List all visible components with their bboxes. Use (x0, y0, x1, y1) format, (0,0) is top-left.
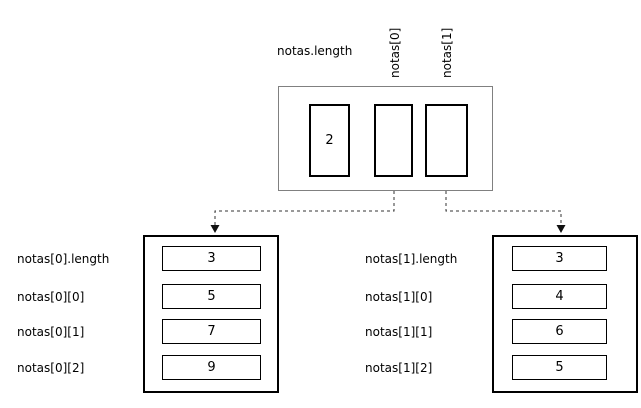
value-cell: 4 (512, 284, 607, 309)
array-cell-ref-1 (425, 104, 468, 177)
value-cell: 6 (512, 319, 607, 344)
array-outer-box (278, 86, 493, 191)
value-cell: 9 (162, 355, 261, 380)
row-label: notas[1][0] (365, 290, 433, 304)
row-label: notas[1][2] (365, 361, 433, 375)
value-cell: 3 (512, 246, 607, 271)
array-length-label: notas.length (277, 44, 353, 58)
row-label: notas[0][0] (17, 290, 85, 304)
arrow-down-icon-left (210, 225, 220, 233)
row-label: notas[0].length (17, 252, 110, 266)
row-label: notas[1][1] (365, 325, 433, 339)
connector-left-line (214, 191, 395, 226)
row-label: notas[0][2] (17, 361, 85, 375)
value-cell: 7 (162, 319, 261, 344)
arrow-down-icon-right (556, 225, 566, 233)
array-cell-length: 2 (309, 104, 350, 177)
value-cell: 5 (162, 284, 261, 309)
array-cell-ref-0 (374, 104, 413, 177)
row-label: notas[1].length (365, 252, 458, 266)
pointer-label-notas0: notas[0] (388, 27, 402, 78)
connector-right-line (445, 191, 562, 226)
pointer-label-notas1: notas[1] (440, 27, 454, 78)
row-label: notas[0][1] (17, 325, 85, 339)
value-cell: 5 (512, 355, 607, 380)
value-cell: 3 (162, 246, 261, 271)
